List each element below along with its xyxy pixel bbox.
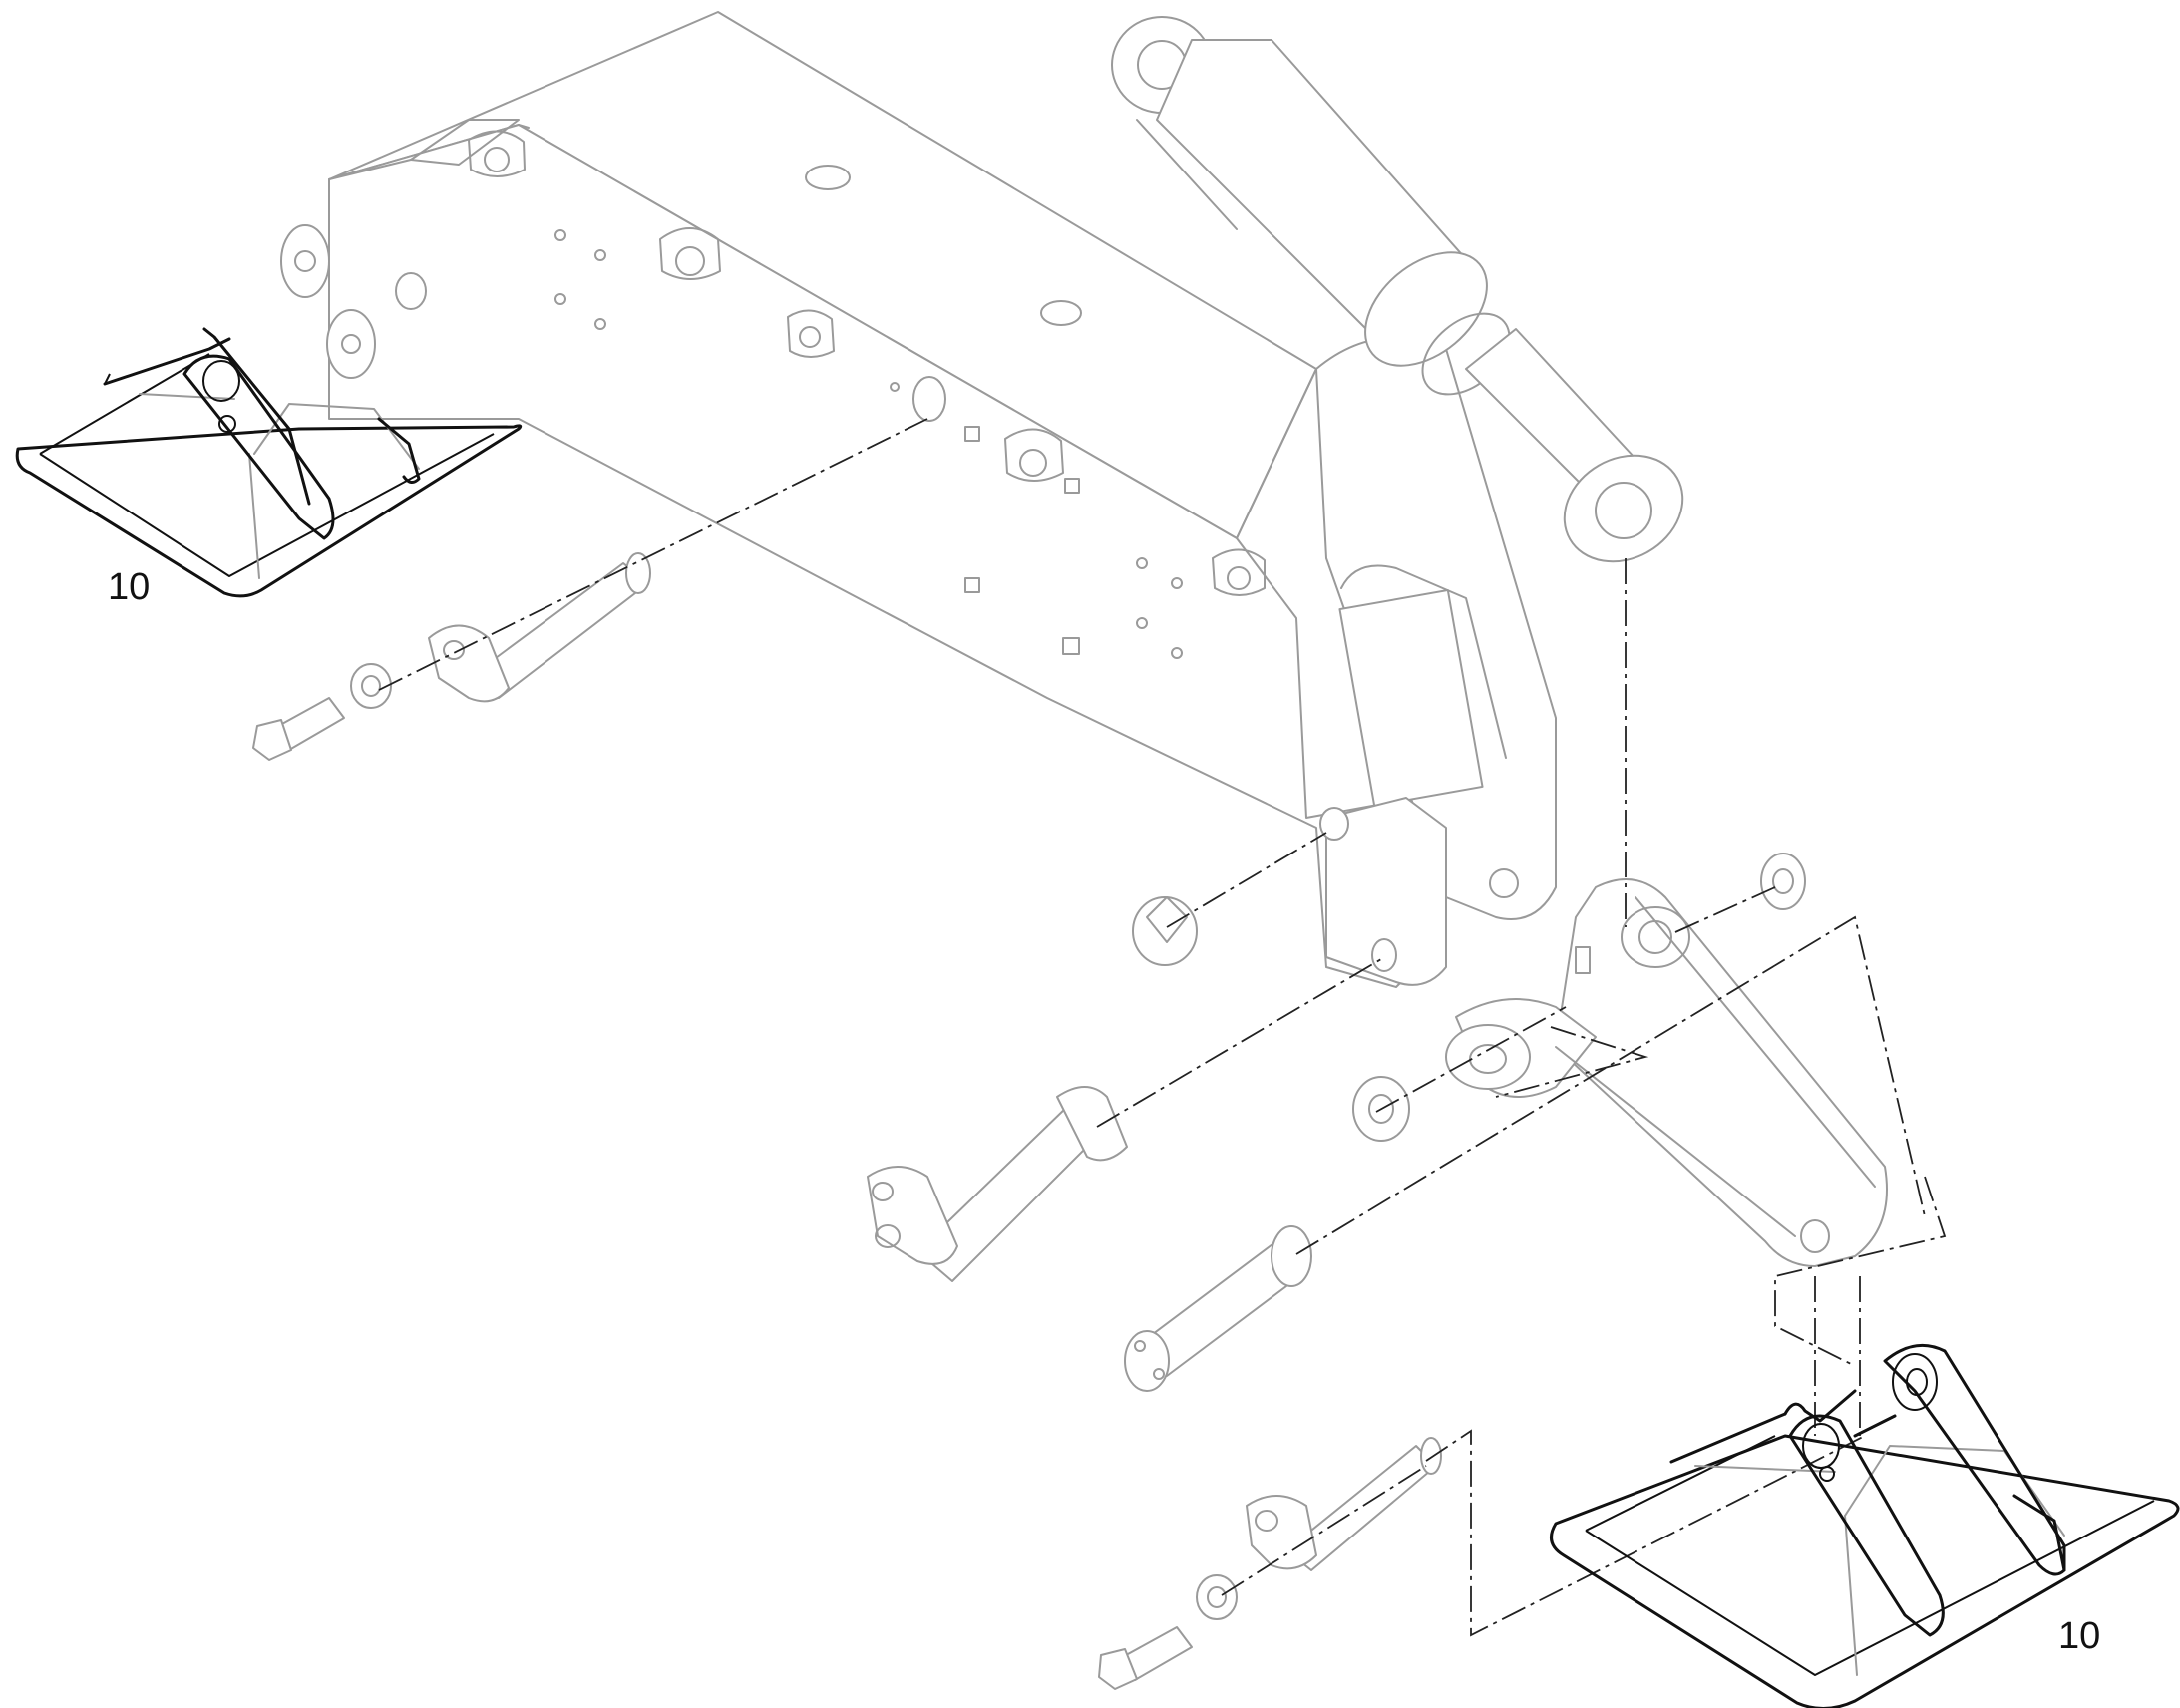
part-10-shoe-left <box>15 327 523 598</box>
middle-pin-assembly <box>867 807 1806 1282</box>
upper-pin-assembly <box>252 552 651 761</box>
callout-label-left: 10 <box>108 566 151 608</box>
assembly-centerlines <box>378 418 1947 1637</box>
rocker-link <box>1445 878 1888 1267</box>
callout-label-right: 10 <box>2058 1615 2101 1657</box>
boom-arm <box>280 11 1557 988</box>
hydraulic-cylinder <box>1111 16 1684 563</box>
lower-pin-assembly <box>1098 1225 1442 1690</box>
